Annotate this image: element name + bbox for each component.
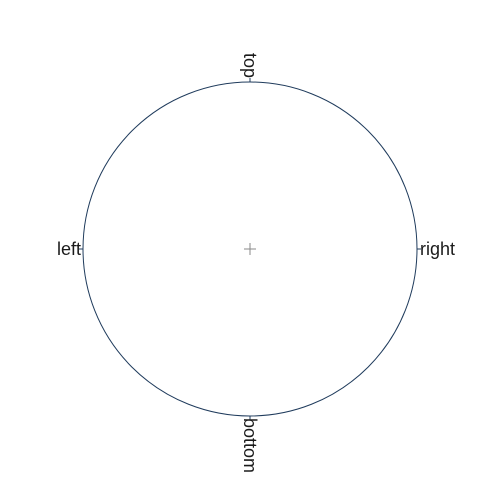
label-left: left: [57, 239, 81, 259]
label-bottom: bottom: [240, 418, 260, 473]
cardinal-ticks: [79, 78, 421, 420]
center-crosshair-icon: [244, 243, 256, 255]
label-top: top: [240, 53, 260, 78]
label-right: right: [420, 239, 455, 259]
